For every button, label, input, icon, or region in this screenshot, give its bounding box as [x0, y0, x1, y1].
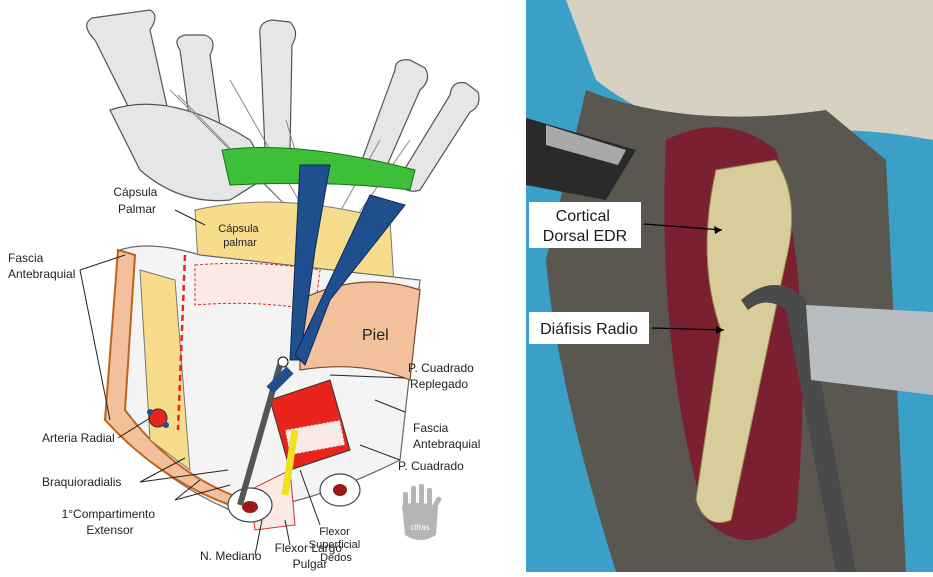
label-fascia-antebraquial-right: Fascia Antebraquial: [413, 421, 480, 451]
surgical-photo: Cortical Dorsal EDR Diáfisis Radio: [526, 0, 933, 572]
cifras-logo: cifras: [402, 484, 442, 540]
label-capsula-palmar-outer: Cápsula Palmar: [113, 185, 160, 216]
radius-marrow: [242, 501, 258, 513]
metal-plate: [806, 305, 933, 395]
label-p-cuadrado: P. Cuadrado: [398, 459, 464, 473]
svg-text:Diáfisis Radio: Diáfisis Radio: [540, 321, 638, 338]
ulna-marrow: [333, 484, 347, 496]
radial-vein-1: [147, 409, 153, 415]
label-piel: Piel: [362, 327, 389, 344]
anatomy-diagram-panel: Cápsula Palmar Cápsula palmar Fascia Ant…: [0, 0, 520, 572]
label-n-mediano: N. Mediano: [200, 549, 262, 563]
label-fascia-antebraquial-left: Fascia Antebraquial: [8, 251, 75, 281]
label-p-cuadrado-replegado: P. Cuadrado Replegado: [408, 361, 477, 391]
label-compartimento-extensor: 1°Compartimento Extensor: [62, 507, 159, 537]
svg-text:cifras: cifras: [410, 523, 429, 532]
label-braquioradialis: Braquioradialis: [42, 475, 121, 489]
label-arteria-radial: Arteria Radial: [42, 431, 115, 445]
surgical-photo-panel: Cortical Dorsal EDR Diáfisis Radio: [526, 0, 933, 572]
anatomy-diagram: Cápsula Palmar Cápsula palmar Fascia Ant…: [0, 0, 520, 572]
radial-vein-2: [163, 422, 169, 428]
